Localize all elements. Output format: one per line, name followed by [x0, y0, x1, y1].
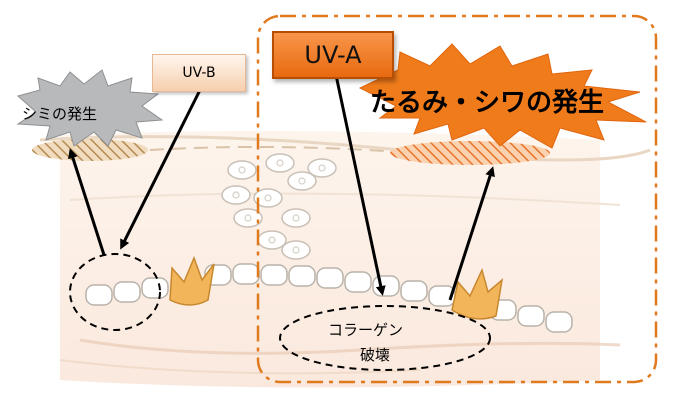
melanocyte-left [169, 255, 215, 306]
collagen-label: コラーゲン [328, 321, 404, 339]
tarumi-burst [358, 43, 647, 149]
skin-background [39, 131, 651, 388]
arrow-collagen-to-spot [448, 166, 495, 301]
collagen-destruction-label: 破壊 [360, 346, 391, 364]
uva-region-frame [256, 14, 658, 384]
pigment-spot-right [390, 141, 550, 165]
basal-cells [85, 263, 573, 333]
shimi-label: シミの発生 [22, 105, 98, 123]
dashed-circle-collagen [279, 305, 491, 371]
arrow-uva-to-collagen [334, 74, 386, 296]
melanocyte-right [451, 267, 504, 320]
cell-column [221, 153, 337, 260]
pigment-spot-left [32, 139, 148, 161]
uva-label-box: UV-A [272, 31, 394, 79]
epidermis-line [149, 145, 401, 153]
uvb-label-box: UV-B [152, 54, 246, 92]
tarumi-label: たるみ・シワの発生 [370, 88, 605, 118]
arrow-uvb-to-basal [120, 89, 202, 250]
uvb-label: UV-B [182, 65, 216, 81]
dashed-circle-left [69, 253, 161, 331]
uva-label: UV-A [304, 41, 362, 69]
arrow-basal-to-spot [68, 148, 106, 256]
shimi-burst [16, 69, 164, 147]
